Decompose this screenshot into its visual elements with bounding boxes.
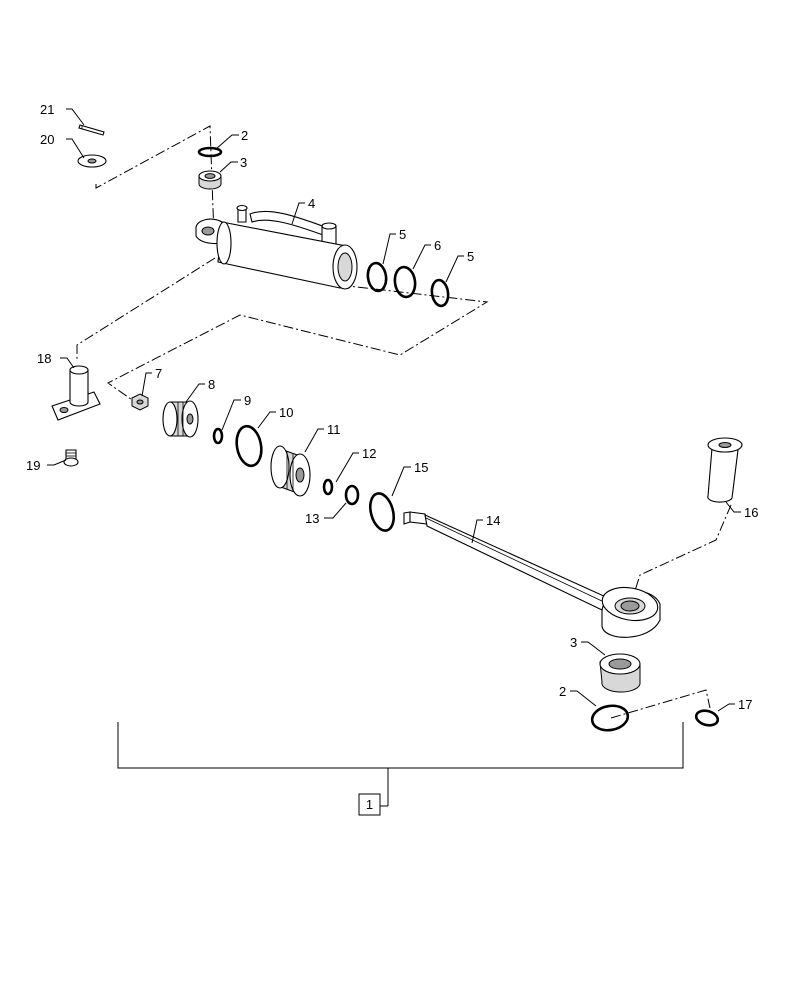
clip-part-17 xyxy=(694,709,720,727)
callout-13: 13 xyxy=(305,511,319,526)
wiper-part-13 xyxy=(344,484,360,506)
cylinder-barrel-part-4 xyxy=(195,204,358,290)
snap-ring-part-15 xyxy=(368,492,396,532)
callout-3-bottom: 3 xyxy=(570,635,577,650)
o-ring-part-9 xyxy=(212,427,224,445)
seal-part-5-left xyxy=(366,261,388,293)
assembly-bracket: 1 xyxy=(117,722,684,816)
snap-ring-part-2-bottom xyxy=(590,704,630,732)
callout-3-top: 3 xyxy=(240,155,247,170)
callout-7: 7 xyxy=(155,366,162,381)
nut-part-7 xyxy=(131,393,149,411)
assembly-label-box xyxy=(358,793,381,816)
callout-numbers: 21 20 2 3 4 5 6 5 18 19 7 8 9 10 11 12 1… xyxy=(26,102,758,712)
callout-12: 12 xyxy=(362,446,376,461)
callout-5-right: 5 xyxy=(467,249,474,264)
assembly-label: 1 xyxy=(366,797,373,812)
bushing-part-3-top xyxy=(198,170,222,190)
callout-2-top: 2 xyxy=(241,128,248,143)
piston-part-8 xyxy=(162,400,199,438)
callout-15: 15 xyxy=(414,460,428,475)
seal-part-6 xyxy=(393,265,417,299)
bushing-part-3-bottom xyxy=(599,653,641,693)
callout-6: 6 xyxy=(434,238,441,253)
pin-part-21 xyxy=(78,124,105,136)
callout-5-left: 5 xyxy=(399,227,406,242)
bolt-part-19 xyxy=(63,449,79,467)
callout-17: 17 xyxy=(738,697,752,712)
seal-part-10 xyxy=(235,424,263,468)
callout-18: 18 xyxy=(37,351,51,366)
callout-19: 19 xyxy=(26,458,40,473)
callout-4: 4 xyxy=(308,196,315,211)
callout-9: 9 xyxy=(244,393,251,408)
callout-11: 11 xyxy=(327,422,341,437)
piston-rod-part-14 xyxy=(403,511,661,638)
callout-20: 20 xyxy=(40,132,54,147)
leader-lines xyxy=(47,108,741,712)
o-ring-part-12 xyxy=(322,478,334,496)
gland-part-11 xyxy=(270,445,311,497)
callout-21: 21 xyxy=(40,102,54,117)
washer-part-20 xyxy=(77,154,107,168)
pin-part-16 xyxy=(707,437,743,503)
callout-14: 14 xyxy=(486,513,500,528)
pivot-pin-part-18 xyxy=(51,365,101,421)
callout-10: 10 xyxy=(279,405,293,420)
seal-part-5-right xyxy=(430,278,450,308)
callout-16: 16 xyxy=(744,505,758,520)
snap-ring-part-2-top xyxy=(197,146,223,158)
callout-8: 8 xyxy=(208,377,215,392)
callout-2-bottom: 2 xyxy=(559,684,566,699)
